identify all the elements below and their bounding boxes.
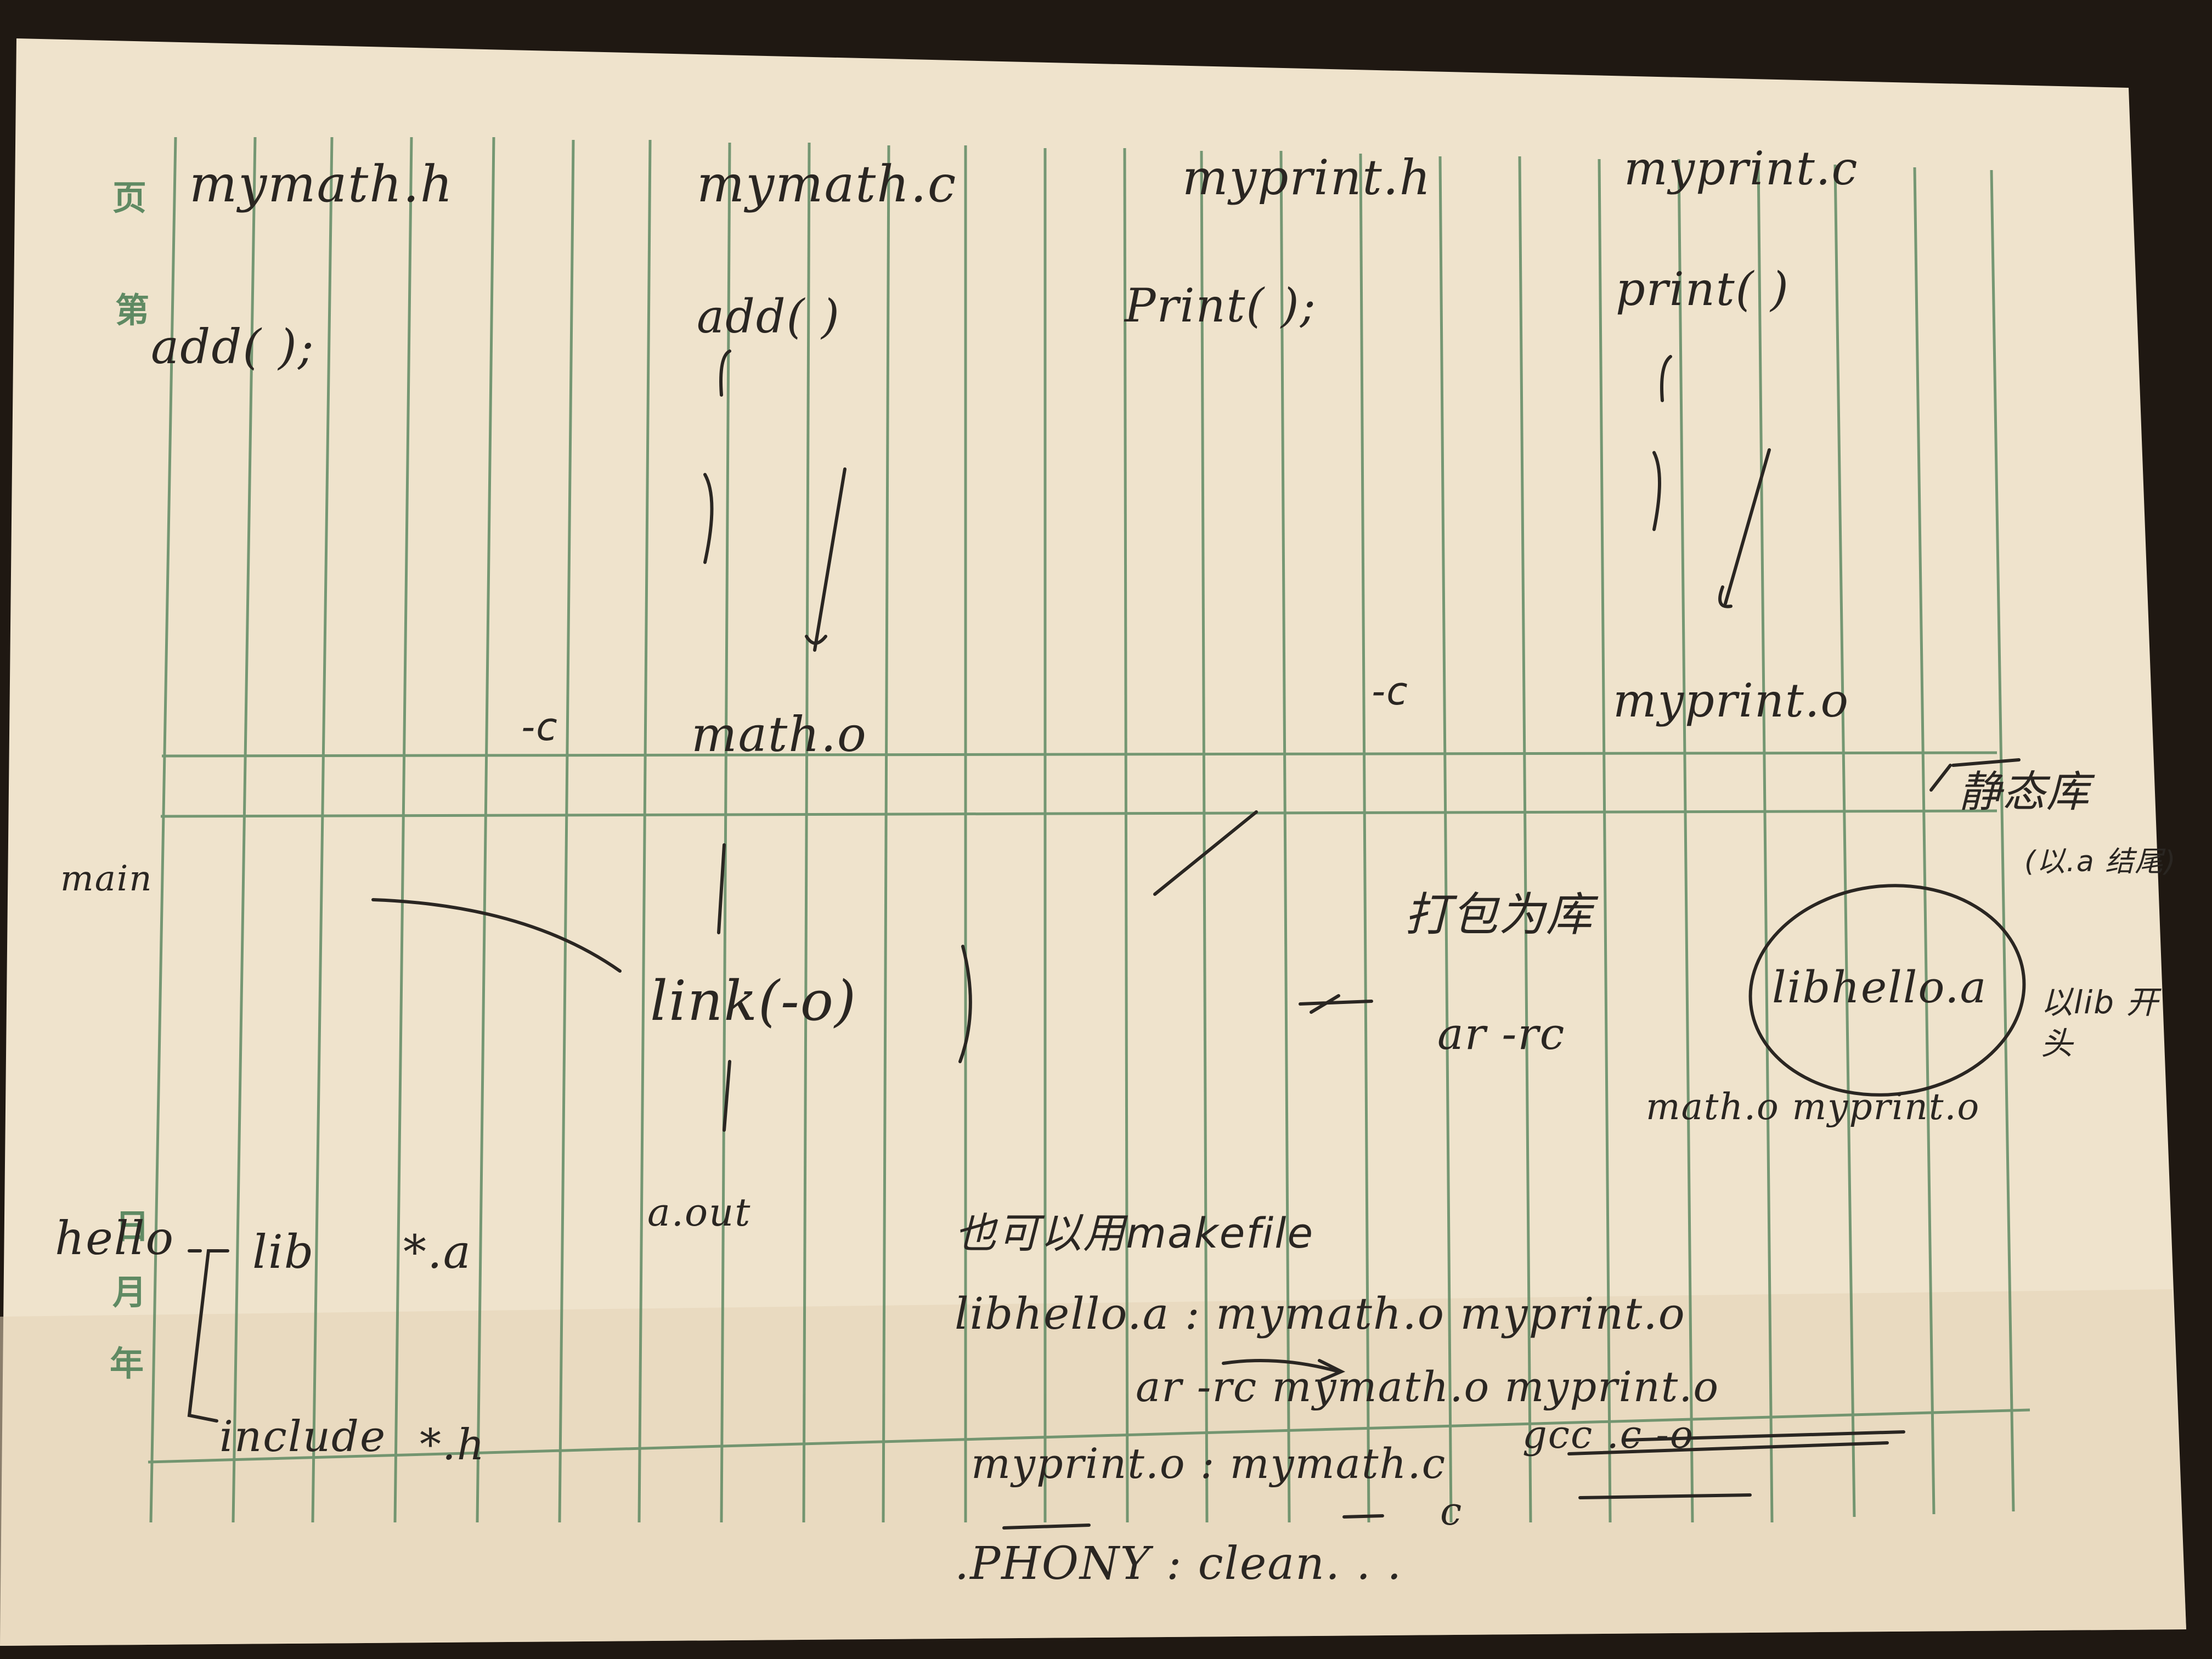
note-star-a: *.a [403,1225,472,1279]
note-myprint-c: myprint.c [1624,142,1859,195]
note-flag-c-left: -c [521,704,558,749]
note-add-def: add( ) [697,290,840,343]
note-starts-with-lib: 以lib 开头 [2041,984,2159,1063]
note-makefile: 也可以用makefile [955,1209,1314,1257]
note-makefile-rule2: myprint.o : mymath.c [971,1439,1447,1488]
note-a-out: a.out [647,1190,752,1235]
note-link: link(-o) [650,969,857,1033]
note-mymath-c: mymath.c [697,155,957,213]
ink-strokes [187,349,2026,1530]
note-math-o: math.o [691,706,867,763]
note-makefile-cmd1: ar -rc mymath.o myprint.o [1136,1362,1720,1411]
note-include-dir: include [219,1412,387,1462]
note-star-h: *.h [420,1420,486,1470]
note-mymath-h: mymath.h [189,155,454,213]
note-print-decl: Print( ); [1125,279,1317,332]
paper-shade [0,1289,2186,1646]
note-ar-rc: ar -rc [1437,1008,1566,1059]
margin-label-ye: 页 [112,178,147,218]
note-phony-clean: .PHONY : clean. . . [955,1538,1403,1590]
note-print-def: print( ) [1616,262,1790,316]
margin-label-di: 第 [115,290,150,330]
note-lib-dir: lib [252,1225,315,1279]
note-makefile-rule1: libhello.a : mymath.o myprint.o [955,1288,1686,1339]
note-pack-lib: 打包为库 [1404,888,1594,941]
note-lib-a-suffix: (以.a 结尾) [2024,845,2177,878]
note-main: main [60,859,153,899]
note-static-lib: 静态库 [1959,768,2091,817]
margin-label-ri: 日 [115,1206,150,1246]
note-myprint-h: myprint.h [1182,149,1432,206]
note-math-o-myprint-o: math.o myprint.o [1646,1086,1980,1128]
paper-sheet [0,38,2186,1646]
note-hello: hello [55,1211,175,1265]
note-add-decl: add( ); [151,320,315,375]
note-gcc-cmd: gcc .c -o [1522,1412,1694,1457]
margin-label-yue: 月 [112,1272,147,1312]
note-flag-c-right: -c [1372,669,1409,714]
margin-label-nian: 年 [110,1344,144,1384]
note-makefile-cmd2: c [1440,1489,1463,1534]
ruled-grid [148,137,2030,1523]
note-libhello-a: libhello.a [1772,962,1988,1013]
note-myprint-o: myprint.o [1613,674,1850,727]
